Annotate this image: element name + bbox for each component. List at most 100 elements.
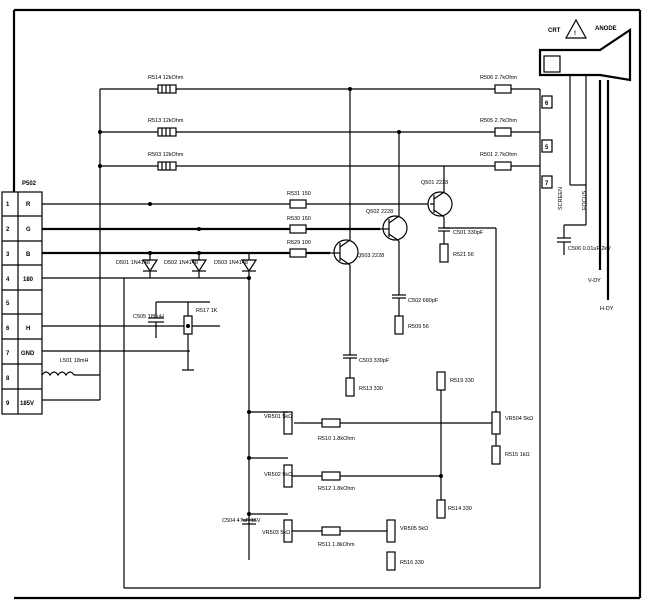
connector-pin-rows <box>2 215 42 390</box>
svg-text:R531 150: R531 150 <box>287 191 311 197</box>
svg-text:R509 56: R509 56 <box>408 324 429 330</box>
pin-9-label: 185V <box>20 401 34 407</box>
svg-text:R501 2.7kOhm: R501 2.7kOhm <box>480 152 517 158</box>
svg-text:R516 330: R516 330 <box>400 560 424 566</box>
transistor-q502: Q502 2228 <box>366 209 408 242</box>
resistor-r514: R514 12kOhm <box>148 75 184 94</box>
svg-text:R513 330: R513 330 <box>359 386 383 392</box>
resistor-r512: R512 1.8kOhm <box>292 471 441 492</box>
resistor-r503: R503 12kOhm <box>148 152 184 171</box>
capacitor-c504: C504 47uF 16V <box>222 518 261 525</box>
svg-text:R512 1.8kOhm: R512 1.8kOhm <box>318 486 355 492</box>
svg-text:D501 1N4148: D501 1N4148 <box>116 260 150 266</box>
pin-1-num: 1 <box>6 202 10 208</box>
connector-body <box>1 191 43 415</box>
crt-pin-6: 6 <box>541 95 553 109</box>
svg-text:R517 1K: R517 1K <box>196 308 218 314</box>
preset-vr504: VR504 5kΩ <box>491 411 533 435</box>
svg-text:V-DY: V-DY <box>588 278 601 284</box>
resistor-r505: R505 2.7kOhm <box>480 118 517 137</box>
svg-text:L501 18mH: L501 18mH <box>60 358 88 364</box>
svg-text:R505 2.7kOhm: R505 2.7kOhm <box>480 118 517 124</box>
svg-text:VR501 5kΩ: VR501 5kΩ <box>264 414 292 420</box>
pin-3-label: B <box>26 252 31 258</box>
pin-7-num: 7 <box>6 351 10 357</box>
svg-text:CRT: CRT <box>548 28 561 34</box>
svg-text:R514 12kOhm: R514 12kOhm <box>148 75 184 81</box>
pin-5-num: 5 <box>6 301 10 307</box>
pin-2-num: 2 <box>6 227 10 233</box>
svg-text:D503 1N4148: D503 1N4148 <box>214 260 248 266</box>
svg-text:Q501 2228: Q501 2228 <box>421 180 448 186</box>
svg-text:R519 330: R519 330 <box>450 378 474 384</box>
resistor-r519: R519 330 <box>436 371 474 500</box>
pin-4-label: 180 <box>23 277 34 283</box>
svg-text:VR504 5kΩ: VR504 5kΩ <box>505 416 533 422</box>
connector-p502: P502 1 R 2 G 3 B 4 180 5 6 H 7 GND 8 9 1… <box>1 181 43 415</box>
svg-text:C505 180uH: C505 180uH <box>133 314 164 320</box>
resistor-rb31: R531 150 <box>287 191 311 209</box>
svg-text:C502 680pF: C502 680pF <box>408 298 439 304</box>
transistor-q501: Q501 2228 <box>421 180 453 218</box>
svg-text:R513 12kOhm: R513 12kOhm <box>148 118 184 124</box>
svg-text:VR503 5kΩ: VR503 5kΩ <box>262 530 290 536</box>
svg-text:R511 1.8kOhm: R511 1.8kOhm <box>318 542 355 548</box>
warning-icon <box>564 18 588 39</box>
transistor-q503: Q503 2228 <box>330 239 384 266</box>
resistor-r513b: R513 330 <box>345 358 383 397</box>
resistor-r521: R521 56 <box>439 231 474 263</box>
svg-text:C506 0.01uF 2kV: C506 0.01uF 2kV <box>568 246 611 252</box>
capacitor-c501: C501 330pF <box>438 227 484 236</box>
svg-text:R530 150: R530 150 <box>287 216 311 222</box>
pin-6-label: H <box>26 326 30 332</box>
svg-text:6: 6 <box>545 101 549 107</box>
svg-text:FOCUS: FOCUS <box>582 190 588 210</box>
svg-text:SCREEN: SCREEN <box>558 187 564 210</box>
resistor-r509: R509 56 <box>394 298 429 335</box>
pin-3-num: 3 <box>6 252 10 258</box>
svg-text:C503 330pF: C503 330pF <box>359 358 390 364</box>
svg-text:ANODE: ANODE <box>595 26 617 32</box>
pin-8-num: 8 <box>6 376 10 382</box>
resistor-r514b: R514 330 <box>436 499 472 519</box>
crt-socket: CRT ! ANODE <box>538 18 632 82</box>
svg-text:R515 1kΩ: R515 1kΩ <box>505 452 530 458</box>
resistor-r506: R506 2.7kOhm <box>480 75 517 94</box>
pin-6-num: 6 <box>6 326 10 332</box>
pin-1-label: R <box>26 202 31 208</box>
diode-d503: D503 1N4148 <box>214 253 258 278</box>
preset-vr501: VR501 5kΩ <box>249 411 300 435</box>
svg-text:7: 7 <box>545 181 549 187</box>
resistor-r501: R501 2.7kOhm <box>480 152 517 171</box>
crt-pin-7: 7 <box>541 175 553 189</box>
capacitor-c506: C506 0.01uF 2kV <box>557 224 611 255</box>
connector-name: P502 <box>22 181 37 187</box>
preset-vr505: VR505 5kΩ <box>386 519 428 543</box>
svg-text:VR505 5kΩ: VR505 5kΩ <box>400 526 428 532</box>
pin-7-label: GND <box>21 351 35 357</box>
diode-d502: D502 1N4148 <box>164 253 208 278</box>
resistor-r510: R510 1.8kOhm <box>300 418 492 442</box>
pin-2-label: G <box>26 227 31 233</box>
resistor-r511: R511 1.8kOhm <box>292 526 387 548</box>
diode-d501: D501 1N4148 <box>116 253 159 278</box>
svg-text:5: 5 <box>545 145 549 151</box>
svg-text:R503 12kOhm: R503 12kOhm <box>148 152 184 158</box>
junction-dots <box>98 87 443 516</box>
svg-text:R510 1.8kOhm: R510 1.8kOhm <box>318 436 355 442</box>
pin-9-num: 9 <box>6 401 10 407</box>
svg-text:R521 56: R521 56 <box>453 252 474 258</box>
svg-text:R529 100: R529 100 <box>287 240 311 246</box>
svg-text:D502 1N4148: D502 1N4148 <box>164 260 198 266</box>
capacitor-c505: C505 180uH <box>133 302 164 338</box>
resistor-r516: R516 330 <box>386 551 424 571</box>
resistor-r513: R513 12kOhm <box>148 118 184 137</box>
resistor-r515: R515 1kΩ <box>491 434 530 465</box>
crt-pin-5: 5 <box>541 139 553 153</box>
svg-text:VR502 5kΩ: VR502 5kΩ <box>264 472 292 478</box>
svg-text:!: ! <box>574 31 576 37</box>
svg-text:R514 330: R514 330 <box>448 506 472 512</box>
svg-text:Q503 2228: Q503 2228 <box>357 253 384 259</box>
